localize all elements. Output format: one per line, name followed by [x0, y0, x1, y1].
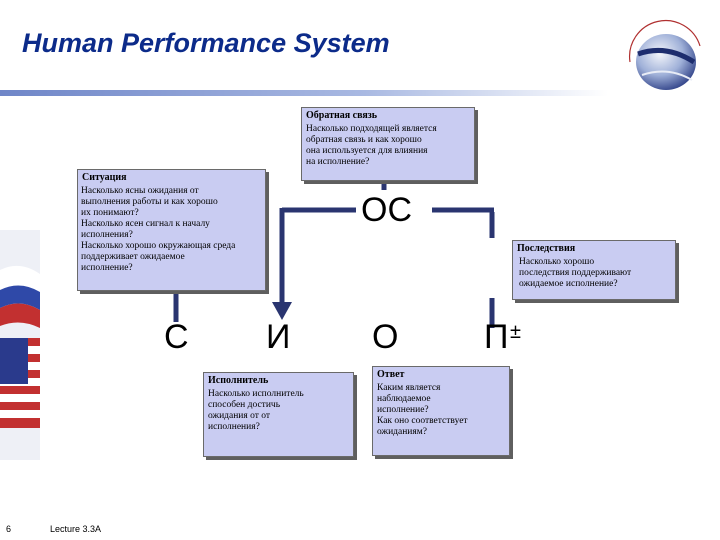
- title-divider: [0, 90, 608, 96]
- performer-heading: Исполнитель: [208, 375, 269, 386]
- response-text: Каким является наблюдаемое исполнение? К…: [377, 383, 468, 437]
- situation-heading: Ситуация: [82, 172, 127, 183]
- feedback-node-label: ОС: [361, 191, 412, 229]
- response-node-label: О: [372, 318, 399, 356]
- consequences-text: Насколько хорошо последствия поддерживаю…: [519, 257, 632, 289]
- response-box: Ответ Каким является наблюдаемое исполне…: [372, 366, 510, 456]
- performer-node-label: И: [266, 318, 291, 356]
- consequences-node-label: П: [484, 318, 509, 356]
- performer-box: Исполнитель Насколько исполнитель способ…: [203, 372, 354, 457]
- feedback-box: Обратная связь Насколько подходящей явля…: [301, 107, 475, 181]
- page-number: 6: [6, 524, 12, 534]
- flags-icon: [0, 230, 40, 460]
- plus-minus-label: ±: [510, 321, 521, 343]
- page-title: Human Performance System: [22, 28, 390, 58]
- arrow-down-icon: [272, 302, 292, 320]
- globe-logo-icon: [628, 20, 701, 90]
- response-heading: Ответ: [377, 369, 405, 380]
- feedback-text: Насколько подходящей является обратная с…: [306, 124, 437, 167]
- situation-box: Ситуация Насколько ясны ожидания от выпо…: [77, 169, 266, 291]
- lecture-label: Lecture 3.3A: [50, 524, 102, 534]
- situation-node-label: С: [164, 318, 189, 356]
- consequences-box: Последствия Насколько хорошо последствия…: [512, 240, 676, 300]
- consequences-heading: Последствия: [517, 243, 576, 254]
- feedback-heading: Обратная связь: [306, 110, 378, 121]
- situation-text: Насколько ясны ожидания от выполнения ра…: [81, 186, 236, 273]
- performer-text: Насколько исполнитель способен достичь о…: [208, 389, 304, 432]
